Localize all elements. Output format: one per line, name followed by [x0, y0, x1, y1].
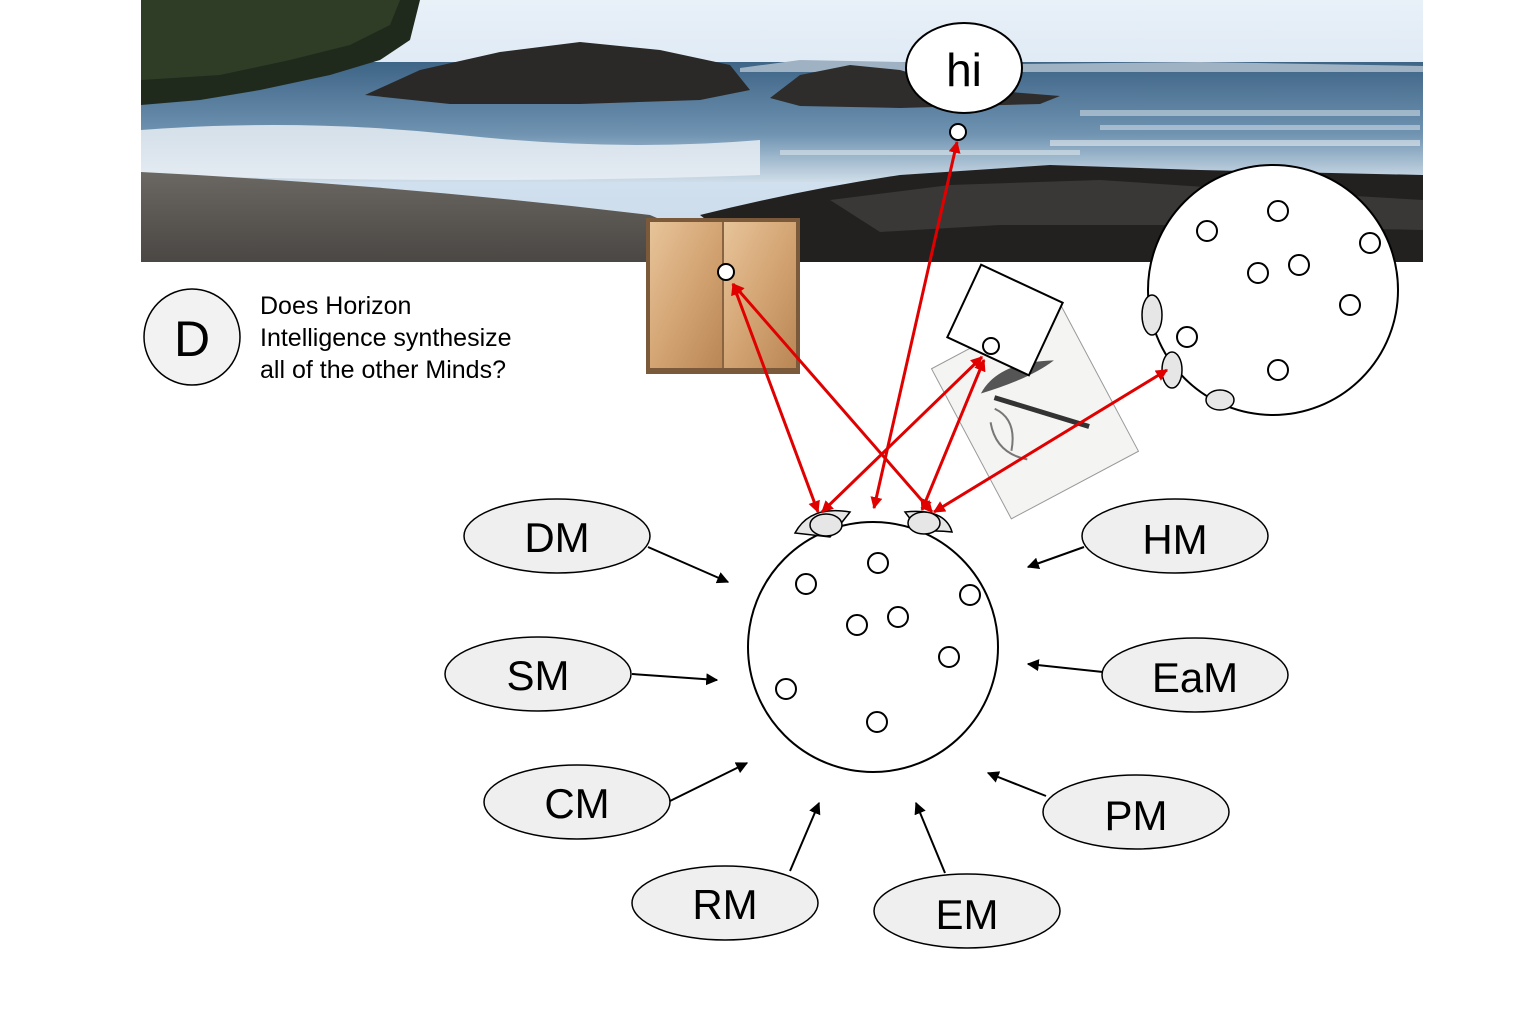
- mind-rm-label: RM: [692, 881, 757, 928]
- arrow-rm: [789, 801, 821, 872]
- mind-sm-label: SM: [507, 652, 570, 699]
- arrow-upper-mind-to-mind: [932, 368, 1169, 514]
- beach-scene-image: [141, 0, 1423, 262]
- mind-dm: DM: [463, 498, 651, 574]
- question-line-2: Intelligence synthesize: [260, 324, 512, 352]
- mind-dm-label: DM: [524, 514, 589, 561]
- question-letter-badge: D: [143, 288, 241, 386]
- arrow-hm: [1026, 546, 1085, 570]
- mind-hm-label: HM: [1142, 516, 1207, 563]
- arrow-sm: [631, 673, 719, 686]
- mind-input-arrows: [631, 546, 1104, 874]
- mind-cm: CM: [483, 764, 671, 840]
- mind-ellipses: DM SM CM RM EM PM EaM HM: [444, 498, 1289, 949]
- speech-bubble-text: hi: [946, 44, 982, 96]
- upper-mind-circle: [1141, 164, 1399, 416]
- mind-rm: RM: [631, 865, 819, 941]
- open-book-icon: [646, 218, 800, 374]
- question-text: Does Horizon Intelligence synthesize all…: [260, 290, 560, 386]
- arrow-dm: [647, 546, 730, 584]
- mind-sm: SM: [444, 636, 632, 712]
- question-line-1: Does Horizon: [260, 292, 412, 320]
- arrow-pm: [986, 771, 1047, 797]
- arrow-em: [914, 801, 946, 874]
- mind-pm-label: PM: [1105, 792, 1168, 839]
- mind-pm: PM: [1042, 774, 1230, 850]
- question-line-3: all of the other Minds?: [260, 356, 506, 384]
- mind-hm: HM: [1081, 498, 1269, 574]
- red-connection-arrows: [731, 140, 1169, 514]
- central-mind-circle: [747, 509, 999, 773]
- mind-em-label: EM: [936, 891, 999, 938]
- arrow-book-to-mind-right: [731, 283, 934, 513]
- speech-bubble-icon: hi: [905, 22, 1023, 141]
- hand-drawing-image: [930, 263, 1140, 520]
- question-letter: D: [174, 311, 210, 367]
- mind-cm-label: CM: [544, 780, 609, 827]
- mind-eam-label: EaM: [1152, 654, 1238, 701]
- arrow-eam: [1026, 659, 1104, 673]
- arrow-cm: [669, 762, 749, 802]
- mind-eam: EaM: [1101, 637, 1289, 713]
- mind-em: EM: [873, 873, 1061, 949]
